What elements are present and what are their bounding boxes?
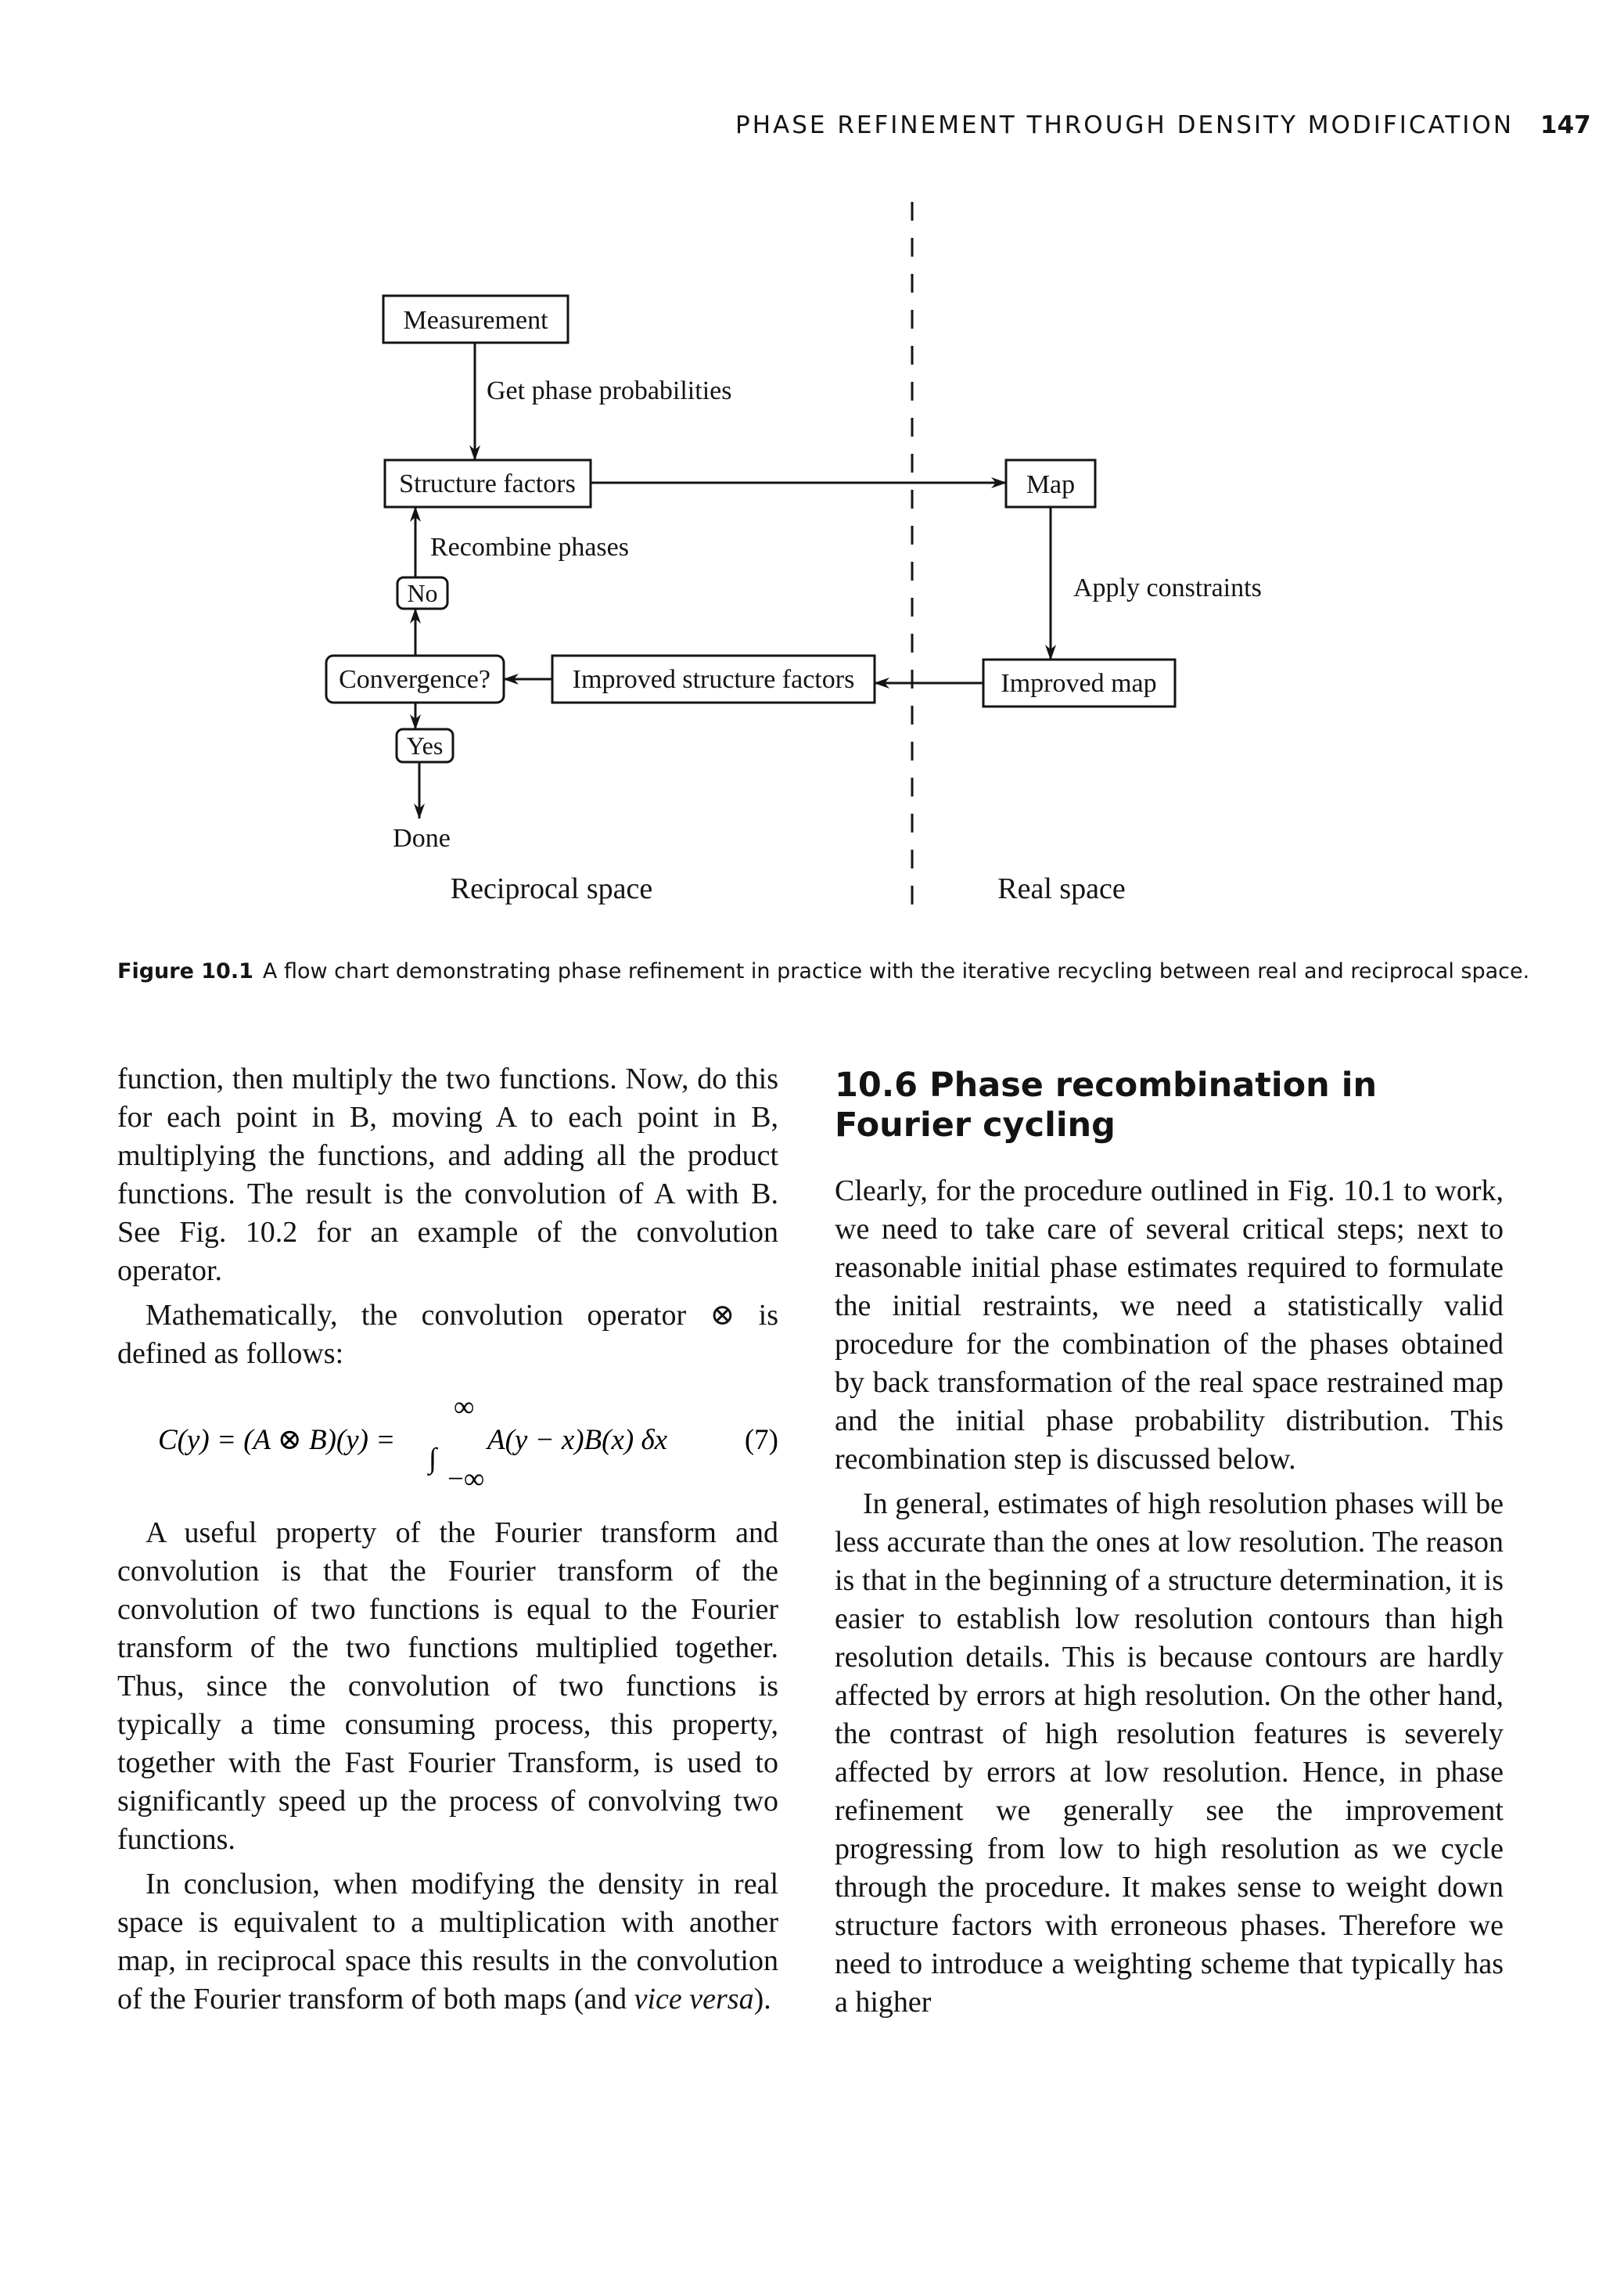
done-label: Done <box>393 824 451 853</box>
equation-upper-limit: ∞ <box>454 1393 474 1423</box>
convergence-label: Convergence? <box>339 665 490 694</box>
map-label: Map <box>1026 470 1075 499</box>
right-paragraph-2: In general, estimates of high resolution… <box>835 1487 1504 2019</box>
get-phase-probabilities-label: Get phase probabilities <box>487 376 731 405</box>
measurement-box: Measurement <box>382 294 569 344</box>
equation-lhs: C(y) = (A ⊗ B)(y) = <box>158 1424 395 1456</box>
measurement-label: Measurement <box>403 306 548 335</box>
page-number: 147 <box>1540 111 1591 139</box>
no-label: No <box>407 579 437 607</box>
left-paragraph-2: Mathematically, the convolution operator… <box>117 1299 778 1370</box>
real-space-label: Real space <box>997 872 1126 905</box>
left-paragraph-3: A useful property of the Fourier transfo… <box>117 1516 778 1856</box>
improved-map-label: Improved map <box>1001 669 1156 698</box>
figure-caption-text: A flow chart demonstrating phase refinem… <box>262 959 1530 983</box>
structure-factors-label: Structure factors <box>399 469 576 498</box>
left-paragraph-4-end: ). <box>753 1983 771 2015</box>
structure-factors-box: Structure factors <box>383 458 592 509</box>
left-paragraph-4: In conclusion, when modifying the densit… <box>117 1865 778 2019</box>
equation-integrand: A(y − x)B(x) δx <box>485 1424 668 1456</box>
equation-lower-limit: −∞ <box>447 1463 484 1494</box>
right-column: Clearly, for the procedure outlined in F… <box>835 1172 1504 2022</box>
figure-caption: Figure 10.1 A flow chart demonstrating ph… <box>117 959 1529 983</box>
convolution-equation: C(y) = (A ⊗ B)(y) = ∫ ∞ −∞ A(y − x)B(x) … <box>158 1393 778 1494</box>
left-column-continued: A useful property of the Fourier transfo… <box>117 1514 778 2019</box>
reciprocal-space-label: Reciprocal space <box>451 872 652 905</box>
left-paragraph-1: function, then multiply the two function… <box>117 1063 778 1287</box>
equation-number: (7) <box>745 1424 778 1456</box>
right-paragraph-1: Clearly, for the procedure outlined in F… <box>835 1174 1504 1476</box>
improved-map-box: Improved map <box>982 658 1177 708</box>
improved-structure-factors-box: Improved structure factors <box>551 654 876 704</box>
improved-structure-factors-label: Improved structure factors <box>573 665 855 694</box>
figure-caption-label: Figure 10.1 <box>117 959 253 983</box>
convergence-box: Convergence? <box>325 654 505 704</box>
section-heading: 10.6 Phase recombination in Fourier cycl… <box>835 1066 1378 1145</box>
map-box: Map <box>1004 458 1097 509</box>
left-paragraph-4-italic: vice versa <box>634 1983 754 2015</box>
yes-label: Yes <box>407 732 444 760</box>
yes-box: Yes <box>395 728 455 764</box>
recombine-phases-label: Recombine phases <box>430 533 629 562</box>
flow-chart-figure: Measurement Get phase probabilities Stru… <box>325 202 1262 922</box>
left-column: function, then multiply the two function… <box>117 1060 778 1373</box>
running-title: PHASE REFINEMENT THROUGH DENSITY MODIFIC… <box>735 111 1514 139</box>
running-header: PHASE REFINEMENT THROUGH DENSITY MODIFIC… <box>735 111 1591 150</box>
integral-sign-icon: ∫ <box>426 1443 438 1476</box>
left-paragraph-4-text: In conclusion, when modifying the densit… <box>117 1868 778 2015</box>
apply-constraints-label: Apply constraints <box>1073 574 1262 602</box>
no-box: No <box>396 576 449 610</box>
